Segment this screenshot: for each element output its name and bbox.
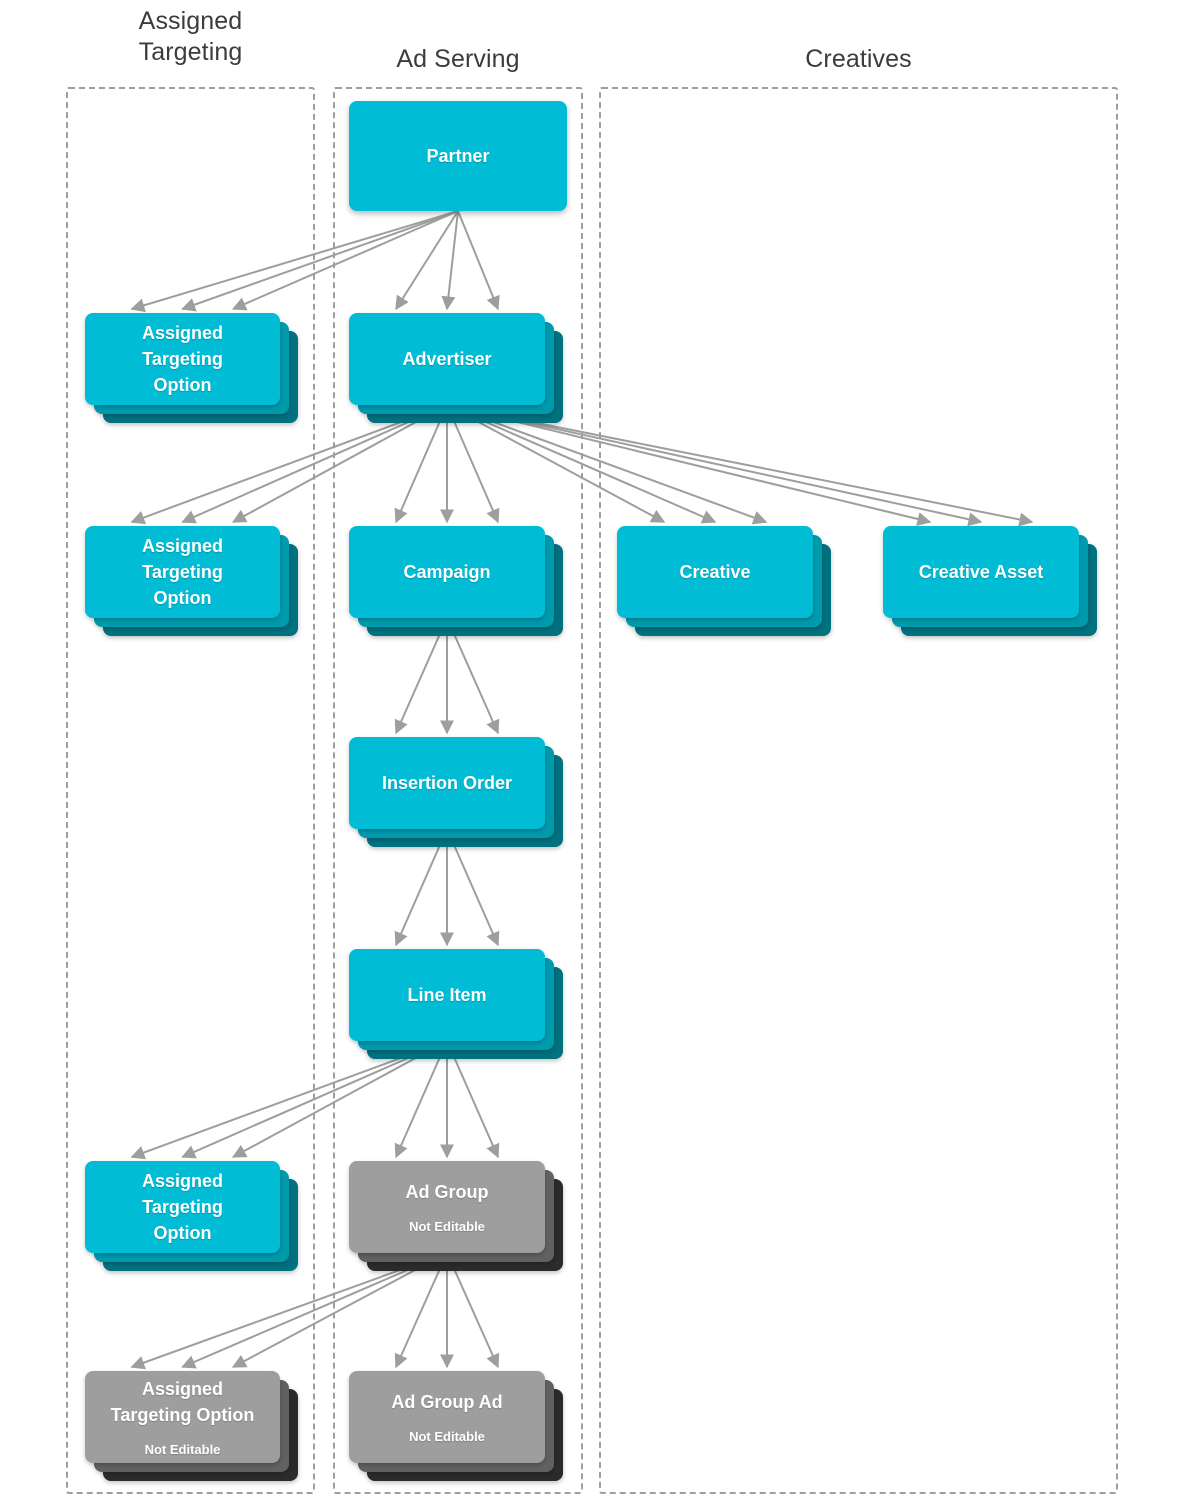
node-line-item[interactable]: Line Item (349, 949, 563, 1059)
node-face: Creative (617, 526, 813, 618)
node-face: Partner (349, 101, 567, 211)
node-campaign[interactable]: Campaign (349, 526, 563, 636)
node-face: Advertiser (349, 313, 545, 405)
node-label: Ad Group (405, 1182, 489, 1202)
node-face: Line Item (349, 949, 545, 1041)
node-ato-advertiser[interactable]: Assigned Targeting Option (85, 526, 298, 636)
node-label: Insertion Order (381, 773, 513, 793)
column-group-ad-serving (333, 87, 583, 1494)
node-face: Insertion Order (349, 737, 545, 829)
node-label: Assigned Targeting Option (141, 323, 224, 395)
node-ad-group-ad[interactable]: Ad Group Ad Not Editable (349, 1371, 563, 1481)
column-group-creatives (599, 87, 1118, 1494)
node-face: Ad Group Ad Not Editable (349, 1371, 545, 1463)
node-face: Campaign (349, 526, 545, 618)
node-ato-line-item[interactable]: Assigned Targeting Option (85, 1161, 298, 1271)
column-title-creatives: Creatives (805, 45, 912, 73)
node-sublabel: Not Editable (409, 1429, 485, 1444)
column-title-assigned-targeting: Assigned Targeting (138, 7, 243, 66)
node-creative[interactable]: Creative (617, 526, 831, 636)
node-label: Creative Asset (918, 562, 1044, 582)
column-title-ad-serving: Ad Serving (396, 45, 520, 73)
column-group-assigned-targeting (66, 87, 315, 1494)
node-face: Assigned Targeting Option (85, 526, 280, 618)
node-face: Assigned Targeting Option (85, 313, 280, 405)
node-label: Assigned Targeting Option (141, 1171, 224, 1243)
node-ato-partner[interactable]: Assigned Targeting Option (85, 313, 298, 423)
node-insertion-order[interactable]: Insertion Order (349, 737, 563, 847)
node-advertiser[interactable]: Advertiser (349, 313, 563, 423)
node-sublabel: Not Editable (144, 1442, 221, 1457)
node-face: Creative Asset (883, 526, 1079, 618)
node-label: Assigned Targeting Option (141, 536, 224, 608)
node-label: Assigned Targeting Option (110, 1379, 255, 1425)
node-face: Assigned Targeting Option (85, 1161, 280, 1253)
node-label: Campaign (403, 562, 491, 582)
node-label: Partner (426, 146, 490, 166)
node-label: Advertiser (402, 349, 492, 369)
node-label: Line Item (407, 985, 487, 1005)
node-sublabel: Not Editable (409, 1219, 485, 1234)
node-label: Creative (679, 562, 751, 582)
node-partner[interactable]: Partner (349, 101, 567, 211)
node-label: Ad Group Ad (391, 1392, 503, 1412)
node-creative-asset[interactable]: Creative Asset (883, 526, 1097, 636)
